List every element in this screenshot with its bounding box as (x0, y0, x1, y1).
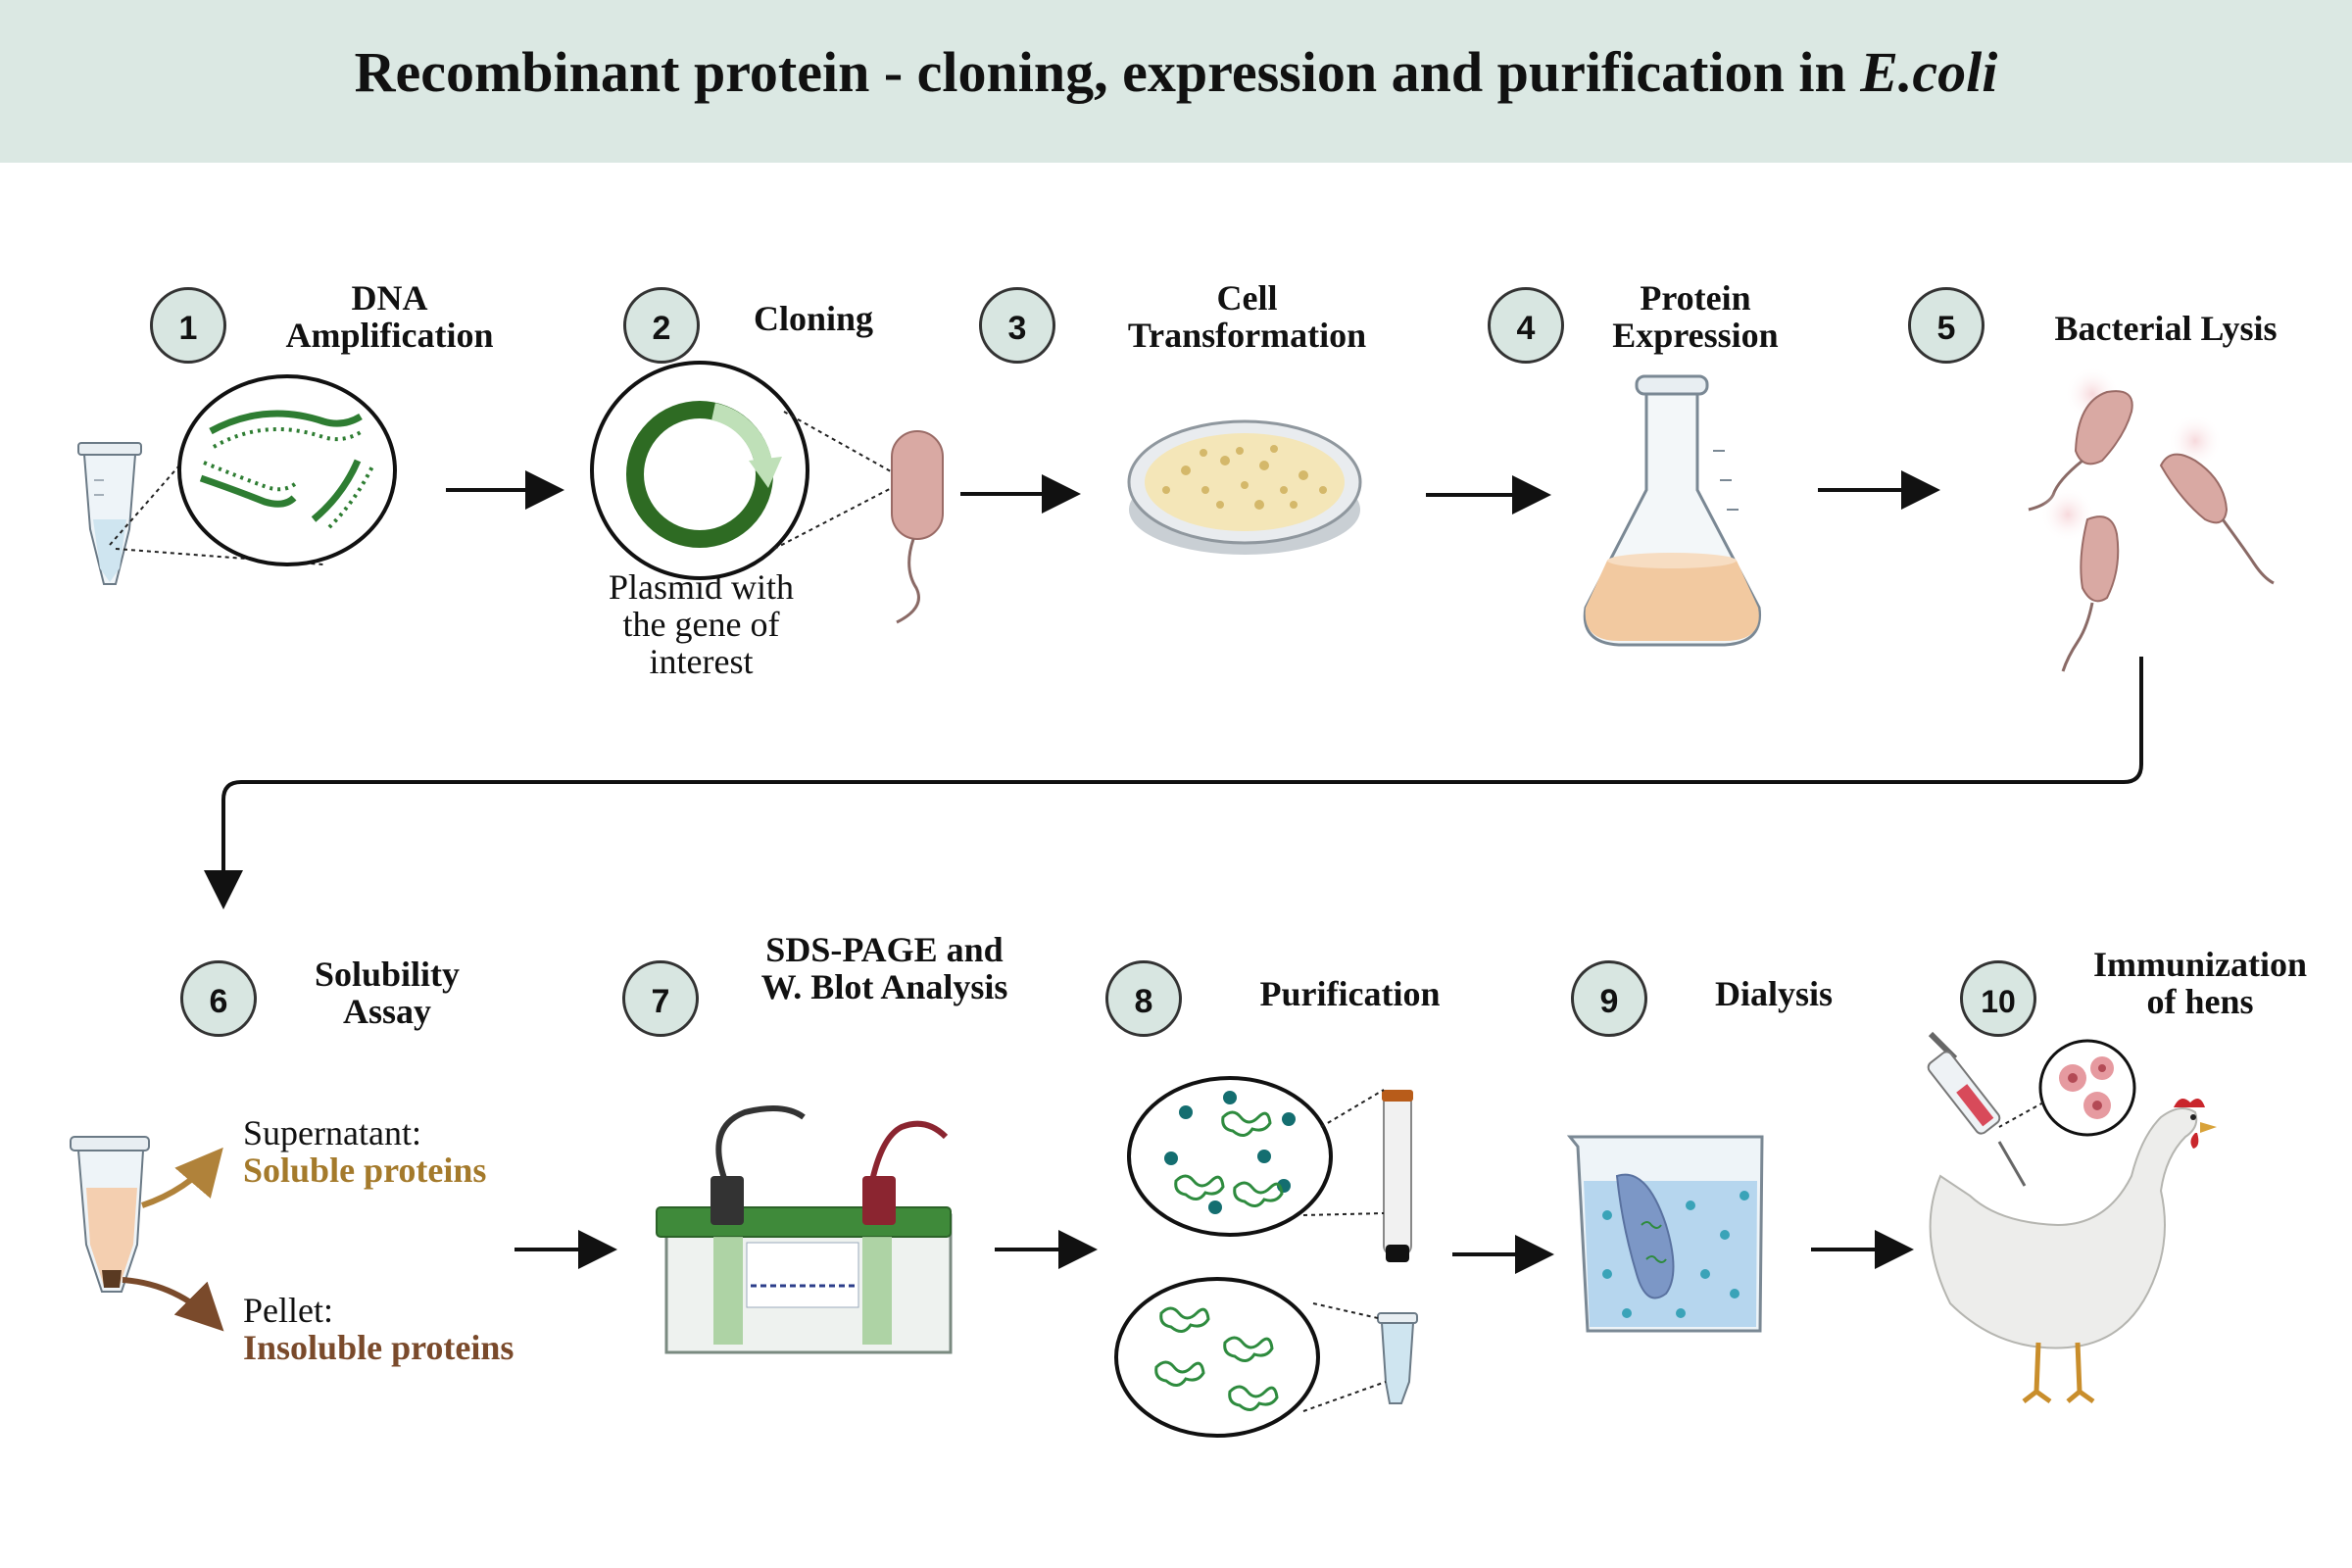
step-10-label: Immunization of hens (2058, 946, 2342, 1020)
step-10-badge: 10 (1960, 960, 2036, 1037)
step-8-label: Purification (1259, 974, 1441, 1013)
step-7-label-line1: SDS-PAGE and (765, 930, 1004, 969)
centrifuge-tube-icon (70, 1136, 150, 1293)
step-4-badge: 4 (1488, 287, 1564, 364)
hen-icon (1929, 1099, 2217, 1404)
step-3-label-line2: Transformation (1127, 316, 1367, 355)
erlenmeyer-flask-icon (1583, 374, 1762, 647)
step-1-label: DNA Amplification (250, 279, 529, 354)
petri-dish-icon (1127, 419, 1362, 555)
step-6-label: Solubility Assay (284, 956, 490, 1030)
bacterium-icon (891, 430, 944, 624)
electrophoresis-apparatus-icon (656, 1105, 953, 1354)
step-4-label: Protein Expression (1588, 279, 1803, 354)
step-2-label: Cloning (753, 299, 874, 338)
syringe-icon (1927, 1031, 2027, 1187)
row-connector-arrow (204, 657, 2143, 909)
step-7-label: SDS-PAGE and W. Blot Analysis (730, 931, 1039, 1005)
step-6-label-line2: Assay (342, 992, 432, 1031)
pellet-label: Pellet: (243, 1291, 333, 1330)
supernatant-arrow (141, 1147, 223, 1208)
lysed-bacteria-icon (2028, 367, 2275, 672)
plasmid-note-line3: interest (649, 642, 754, 681)
plasmid-icon (590, 361, 809, 580)
step-7-badge: 7 (622, 960, 699, 1037)
step-10-label-line2: of hens (2146, 982, 2254, 1021)
dna-zoom-icon (177, 374, 397, 566)
plasmid-note-line2: the gene of (622, 605, 780, 644)
step-4-label-line1: Protein (1640, 278, 1751, 318)
title-organism: E.coli (1860, 40, 1998, 104)
dialysis-beaker-icon (1566, 1135, 1764, 1333)
pcr-tube-icon (77, 442, 142, 585)
title-banner (0, 0, 2352, 163)
cell-zoom-icon (1998, 1039, 2136, 1137)
step-6-label-line1: Solubility (314, 955, 461, 994)
step-10-label-line1: Immunization (2092, 945, 2308, 984)
supernatant-label: Supernatant: (243, 1113, 421, 1152)
insoluble-proteins-label: Insoluble proteins (243, 1328, 514, 1367)
step-5-label: Bacterial Lysis (2054, 309, 2278, 348)
page-title: Recombinant protein - cloning, expressio… (0, 39, 2352, 105)
step-2-badge: 2 (623, 287, 700, 364)
step-7-label-line2: W. Blot Analysis (760, 967, 1008, 1006)
title-main: Recombinant protein - cloning, expressio… (354, 40, 1861, 104)
step-3-label: Cell Transformation (1107, 279, 1387, 354)
step-3-label-line1: Cell (1216, 278, 1278, 318)
step-8-badge: 8 (1105, 960, 1182, 1037)
step-1-label-line2: Amplification (285, 316, 494, 355)
step-1-badge: 1 (150, 287, 226, 364)
step-1-label-line1: DNA (351, 278, 428, 318)
pellet-note: Pellet: Insoluble proteins (243, 1292, 514, 1366)
supernatant-note: Supernatant: Soluble proteins (243, 1114, 486, 1189)
step-5-badge: 5 (1908, 287, 1984, 364)
step-9-label: Dialysis (1714, 974, 1834, 1013)
step-4-label-line2: Expression (1612, 316, 1779, 355)
purification-column-icon (1127, 1076, 1413, 1262)
eluate-tube-icon (1114, 1277, 1418, 1438)
soluble-proteins-label: Soluble proteins (243, 1151, 487, 1190)
step-9-badge: 9 (1571, 960, 1647, 1037)
pellet-arrow (122, 1277, 224, 1332)
step-3-badge: 3 (979, 287, 1055, 364)
step-6-badge: 6 (180, 960, 257, 1037)
